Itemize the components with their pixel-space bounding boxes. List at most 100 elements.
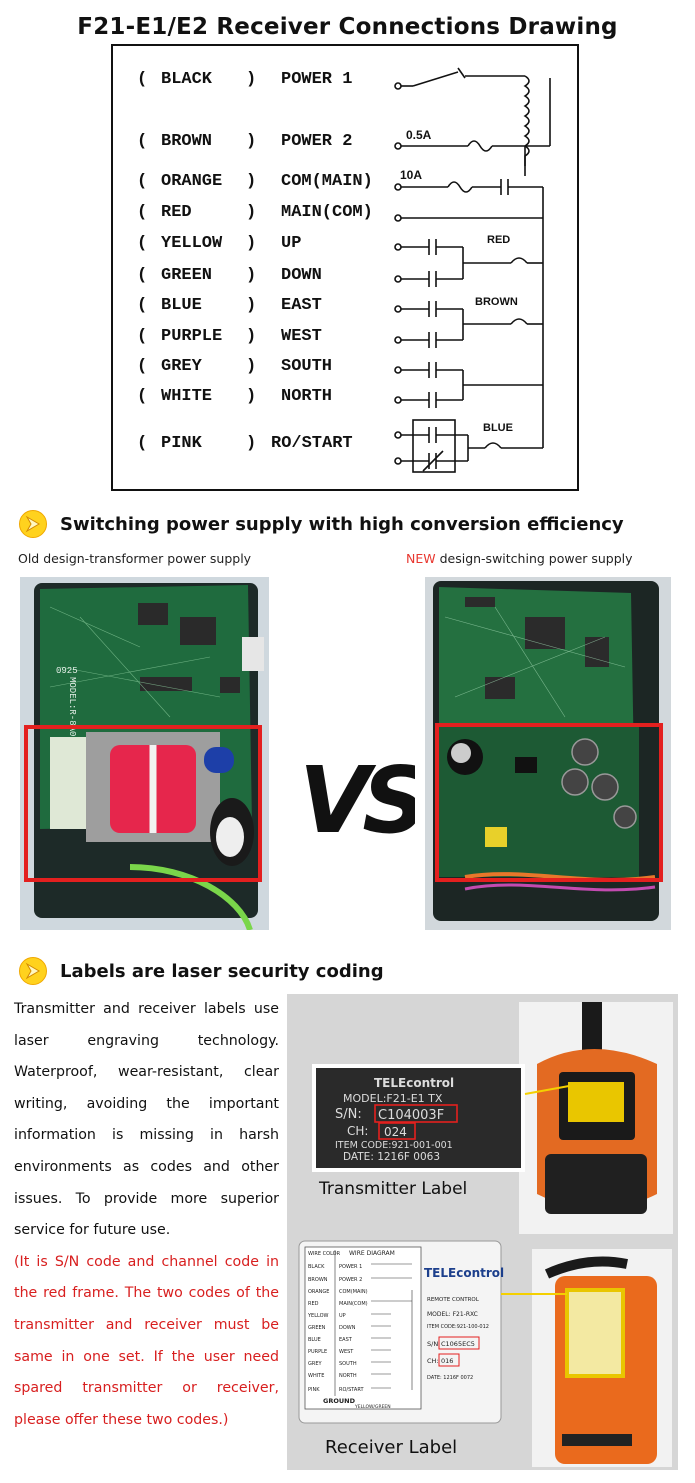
wire-function: POWER 1: [281, 70, 353, 89]
wire-color: BLUE: [161, 296, 202, 315]
rx-function: EAST: [339, 1337, 353, 1343]
tx-brand: TELEcontrol: [374, 1076, 454, 1090]
wire-row: ( GREY ) SOUTH: [137, 357, 333, 376]
wire-color: BROWN: [161, 132, 213, 151]
rx-function: WEST: [339, 1349, 354, 1355]
labels-section-header: Labels are laser security coding: [18, 955, 384, 987]
rx-function: DOWN: [339, 1325, 356, 1331]
old-board-photo: MODEL:R-8A06 0925: [20, 577, 269, 930]
wire-function: UP: [281, 234, 302, 253]
tx-ch-key: CH:: [347, 1124, 368, 1138]
wire-row: ( BLACK ) POWER 1: [137, 70, 353, 89]
wire-color: WHITE: [161, 387, 213, 406]
relay-label-brown: BROWN: [475, 296, 518, 308]
rx-date: DATE: 1216F 0072: [427, 1375, 473, 1381]
rx-color: ORANGE: [308, 1289, 329, 1295]
rx-sn-key: S/N: [427, 1340, 438, 1348]
old-design-caption: Old design-transformer power supply: [18, 551, 252, 566]
wire-color: PURPLE: [161, 327, 223, 346]
arrow-bullet-icon: [19, 957, 47, 985]
rx-function: SOUTH: [339, 1361, 357, 1367]
wire-color: YELLOW: [161, 234, 223, 253]
labels-section-title: Labels are laser security coding: [60, 960, 384, 982]
wire-function: WEST: [281, 327, 322, 346]
arrow-bullet-icon: [19, 510, 47, 538]
label-panel-illustration: TELEcontrol MODEL:F21-E1 TX S/N: C104003…: [298, 1002, 673, 1467]
rx-item-code: ITEM CODE:921-100-012: [427, 1324, 489, 1330]
rx-remote: REMOTE CONTROL: [427, 1297, 480, 1303]
rx-sn-value: C1065EC5: [441, 1340, 475, 1348]
wire-color: PINK: [161, 434, 202, 453]
wire-function: DOWN: [281, 266, 322, 285]
vs-text: VS: [299, 747, 415, 850]
wire-color: ORANGE: [161, 172, 223, 191]
rx-model: MODEL: F21-RXC: [427, 1311, 478, 1318]
new-board-illustration: [425, 577, 671, 930]
wire-row: ( WHITE ) NORTH: [137, 387, 333, 406]
rx-ground-wire: YELLOW/GREEN: [354, 1404, 391, 1410]
receiver-label-caption: Receiver Label: [325, 1437, 457, 1458]
tx-sn-key: S/N:: [335, 1107, 362, 1122]
wire-row: ( PURPLE ) WEST: [137, 327, 322, 346]
tx-date: DATE: 1216F 0063: [343, 1151, 440, 1163]
rx-function: UP: [339, 1313, 346, 1319]
rx-header-right: WIRE DIAGRAM: [349, 1250, 395, 1257]
old-board-illustration: MODEL:R-8A06 0925: [20, 577, 269, 930]
relay-label-red: RED: [487, 234, 511, 246]
wire-color: BLACK: [161, 70, 213, 89]
labels-description: Transmitter and receiver labels use lase…: [14, 994, 279, 1436]
wire-function: NORTH: [281, 387, 333, 406]
rx-color: RED: [308, 1301, 319, 1307]
label-photo-panel: TELEcontrol MODEL:F21-E1 TX S/N: C104003…: [287, 994, 678, 1470]
relay-label-blue: BLUE: [483, 422, 513, 434]
rx-color: YELLOW: [307, 1313, 329, 1319]
rx-header-left: WIRE COLOR: [308, 1251, 341, 1257]
tx-sn-value: C104003F: [378, 1108, 444, 1123]
wire-row: ( PINK ) RO/START: [137, 434, 353, 453]
wire-color: GREY: [161, 357, 202, 376]
fuse-rating-small: 0.5A: [406, 128, 432, 142]
old-board-marking: MODEL:R-8A06: [67, 677, 77, 742]
rx-function: RO/START: [339, 1387, 364, 1393]
wire-row: ( YELLOW ) UP: [137, 234, 302, 253]
wiring-schematic: [394, 67, 551, 473]
transmitter-label-caption: Transmitter Label: [318, 1179, 467, 1199]
labels-note: (It is S/N code and channel code in the …: [14, 1253, 279, 1428]
wiring-diagram: ( BLACK ) POWER 1 ( BROWN ) POWER 2 ( OR…: [111, 44, 579, 491]
wire-row: ( ORANGE ) COM(MAIN): [137, 172, 373, 191]
wire-color: RED: [161, 203, 192, 222]
wire-function: RO/START: [271, 434, 353, 453]
rx-function: POWER 2: [339, 1277, 362, 1283]
wire-row: ( GREEN ) DOWN: [137, 266, 322, 285]
rx-color: PINK: [308, 1387, 320, 1393]
rx-color: GREEN: [308, 1325, 326, 1331]
old-board-date: 0925: [56, 666, 78, 676]
tx-model: MODEL:F21-E1 TX: [343, 1092, 443, 1105]
rx-function: COM(MAIN): [339, 1289, 368, 1295]
tx-ch-value: 024: [384, 1125, 407, 1139]
diagram-title: F21-E1/E2 Receiver Connections Drawing: [77, 14, 618, 40]
vs-graphic: VS: [295, 740, 432, 854]
wire-row: ( RED ) MAIN(COM): [137, 203, 373, 222]
wire-color: GREEN: [161, 266, 213, 285]
tx-item-code: ITEM CODE:921-001-001: [335, 1140, 453, 1151]
wire-row: ( BLUE ) EAST: [137, 296, 322, 315]
rx-color: BLUE: [308, 1337, 321, 1343]
rx-color: PURPLE: [308, 1349, 327, 1355]
new-design-caption: NEW design-switching power supply: [406, 551, 633, 566]
rx-function: MAIN(COM): [339, 1301, 368, 1307]
rx-color: BLACK: [308, 1264, 325, 1270]
rx-brand: TELEcontrol: [424, 1266, 504, 1280]
rx-function: NORTH: [339, 1373, 357, 1379]
rx-color: WHITE: [308, 1373, 324, 1379]
wire-row: ( BROWN ) POWER 2: [137, 132, 353, 151]
rx-function: POWER 1: [339, 1264, 362, 1270]
rx-ground: GROUND: [323, 1397, 356, 1405]
labels-body: Transmitter and receiver labels use lase…: [14, 1001, 279, 1239]
rx-ch-value: 016: [441, 1357, 453, 1365]
wire-function: COM(MAIN): [281, 172, 373, 191]
power-section-title: Switching power supply with high convers…: [60, 513, 624, 535]
wire-function: EAST: [281, 296, 322, 315]
fuse-rating-large: 10A: [400, 168, 423, 182]
wire-function: SOUTH: [281, 357, 333, 376]
